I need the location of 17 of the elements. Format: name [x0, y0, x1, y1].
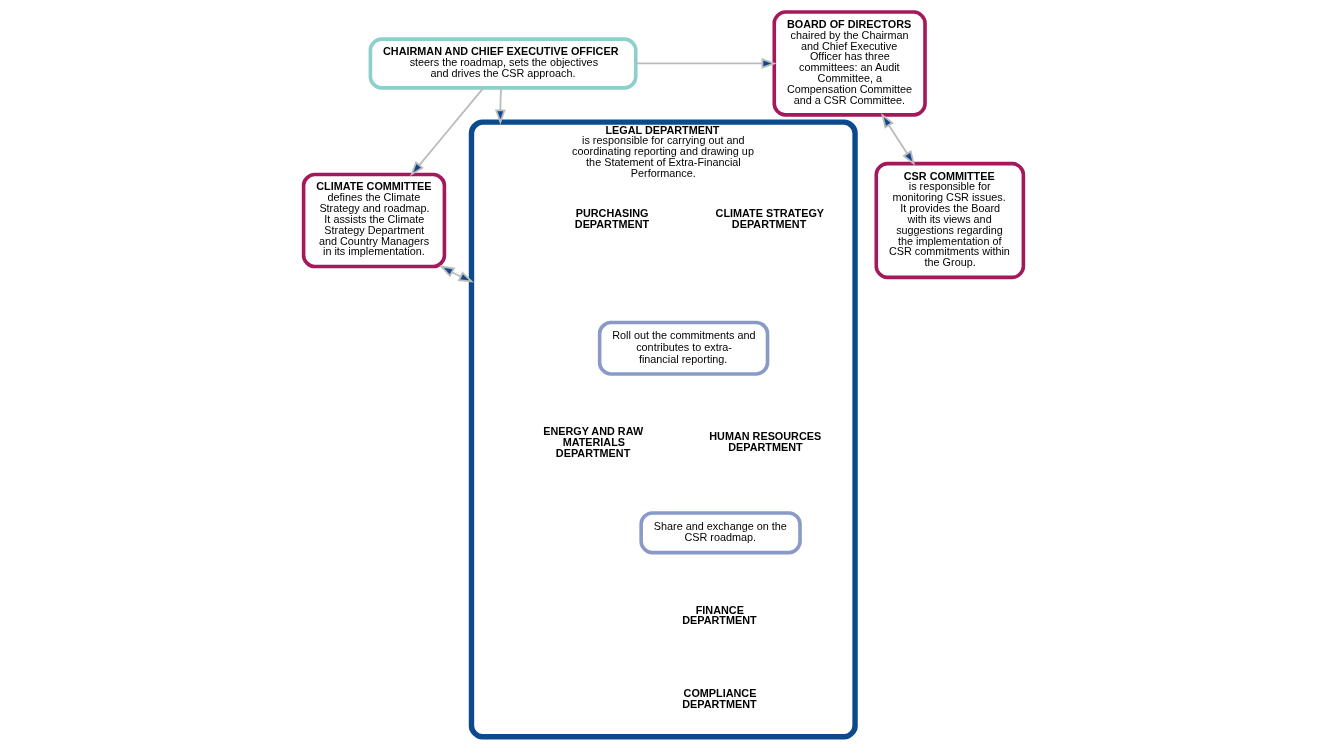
node-box: Share and exchange on the CSR roadmap. [638, 511, 802, 555]
arrow [880, 112, 915, 166]
arrow [634, 58, 777, 69]
label: PURCHASING DEPARTMENT [574, 207, 649, 231]
arrow [438, 265, 474, 283]
node-box: Roll out the commitments and contributes to extra-financial reporting. [597, 320, 769, 376]
node-box: CHAIRMAN AND CHIEF EXECUTIVE OFFICER steers the roadmap, sets the objectives and drives the CSR approach. [368, 37, 638, 90]
arrow [494, 86, 506, 125]
arrow [409, 87, 484, 177]
label: HUMAN RESOURCES DEPARTMENT [708, 430, 821, 454]
node-box: CLIMATE COMMITTEE defines the Climate Strategy and roadmap. It assists the Climate Strategy Department and Country Managers in its implementation. [301, 172, 446, 269]
label: FINANCE DEPARTMENT [681, 603, 757, 627]
label: CLIMATE STRATEGY DEPARTMENT [715, 207, 824, 231]
node-box: CSR COMMITTEE is responsible for monitoring CSR issues. It provides the Board with its views and suggestions regarding the implementation of CSR commitments within the Group. [873, 161, 1025, 280]
label: COMPLIANCE DEPARTMENT [681, 686, 757, 710]
node-box: BOARD OF DIRECTORS chaired by the Chairman and Chief Executive Officer has three committees: an Audit Committee, a Compensation Committee and a CSR Committee. [772, 10, 927, 117]
label: ENERGY AND RAW MATERIALS DEPARTMENT [542, 424, 643, 459]
